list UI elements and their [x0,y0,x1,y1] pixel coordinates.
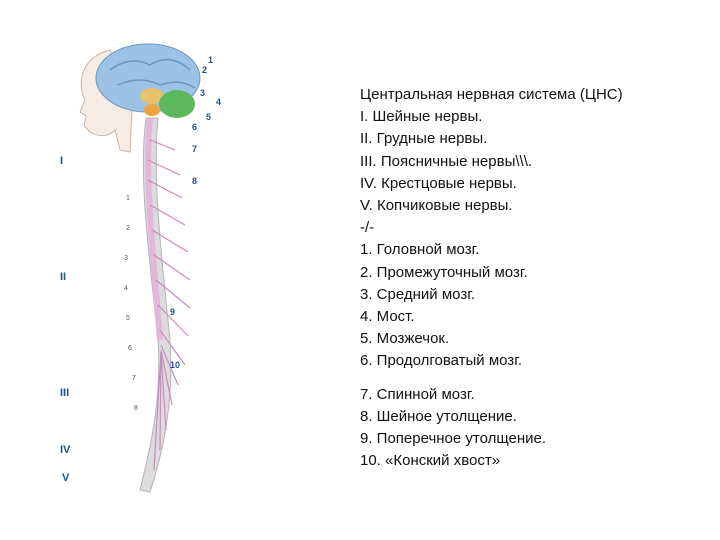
callout-10: 10 [170,360,180,370]
spinal-cord-figure: 12 34 56 78 I II III IV V 1 2 3 4 5 6 7 … [60,43,221,493]
svg-text:3: 3 [124,255,128,262]
callout-7: 7 [192,144,197,154]
legend: Центральная нервная система (ЦНС) I. Шей… [360,84,700,472]
legend-structure-6: 6. Продолговатый мозг. [360,352,522,370]
svg-text:8: 8 [134,405,138,412]
svg-text:2: 2 [126,225,130,232]
spinal-cord [145,117,163,341]
legend-structure-9: 9. Поперечное утолщение. [360,430,547,448]
legend-structure-3: 3. Средний мозг. [360,285,475,303]
legend-title: Центральная нервная система (ЦНС) [360,86,623,103]
spinal-nerves [147,139,191,471]
legend-gap [360,373,700,384]
legend-nerve-5: V. Копчиковые нервы. [360,197,513,215]
callout-8: 8 [192,176,197,186]
legend-structure-4: 4. Мост. [360,308,415,326]
callout-6: 6 [192,122,197,132]
legend-structure-8: 8. Шейное утолщение. [360,407,517,425]
pons-shape [144,104,160,116]
callout-1: 1 [208,55,213,65]
diencephalon-shape [140,88,164,104]
callout-4: 4 [216,97,221,107]
region-label-I: I [60,155,63,167]
vertebra-labels: 1 2 3 4 5 6 7 8 [124,195,138,412]
cerebellum-shape [159,90,195,118]
region-label-IV: IV [60,444,71,456]
region-label-II: II [60,271,66,283]
legend-structure-7: 7. Спинной мозг. [360,385,475,403]
svg-text:4: 4 [124,285,128,292]
brain-folds [109,58,196,89]
legend-structure-5: 5. Мозжечок. [360,330,450,348]
legend-nerve-3: III. Поясничные нервы\\\. [360,152,533,170]
callout-9: 9 [170,307,175,317]
legend-structure-1: 1. Головной мозг. [360,241,480,259]
callout-2: 2 [202,65,207,75]
callout-5: 5 [206,112,211,122]
region-label-V: V [62,472,70,484]
legend-nerve-2: II. Грудные нервы. [360,130,488,148]
svg-text:7: 7 [132,375,136,382]
svg-text:6: 6 [128,345,132,352]
legend-nerve-1: I. Шейные нервы. [360,108,483,126]
legend-nerve-4: IV. Крестцовые нервы. [360,174,517,192]
svg-text:1: 1 [126,195,130,202]
legend-structure-10: 10. «Конский хвост» [360,452,501,470]
svg-text:5: 5 [126,315,130,322]
region-label-III: III [60,387,69,399]
legend-structure-2: 2. Промежуточный мозг. [360,263,528,281]
legend-separator: -/- [360,219,375,237]
callout-3: 3 [200,88,205,98]
